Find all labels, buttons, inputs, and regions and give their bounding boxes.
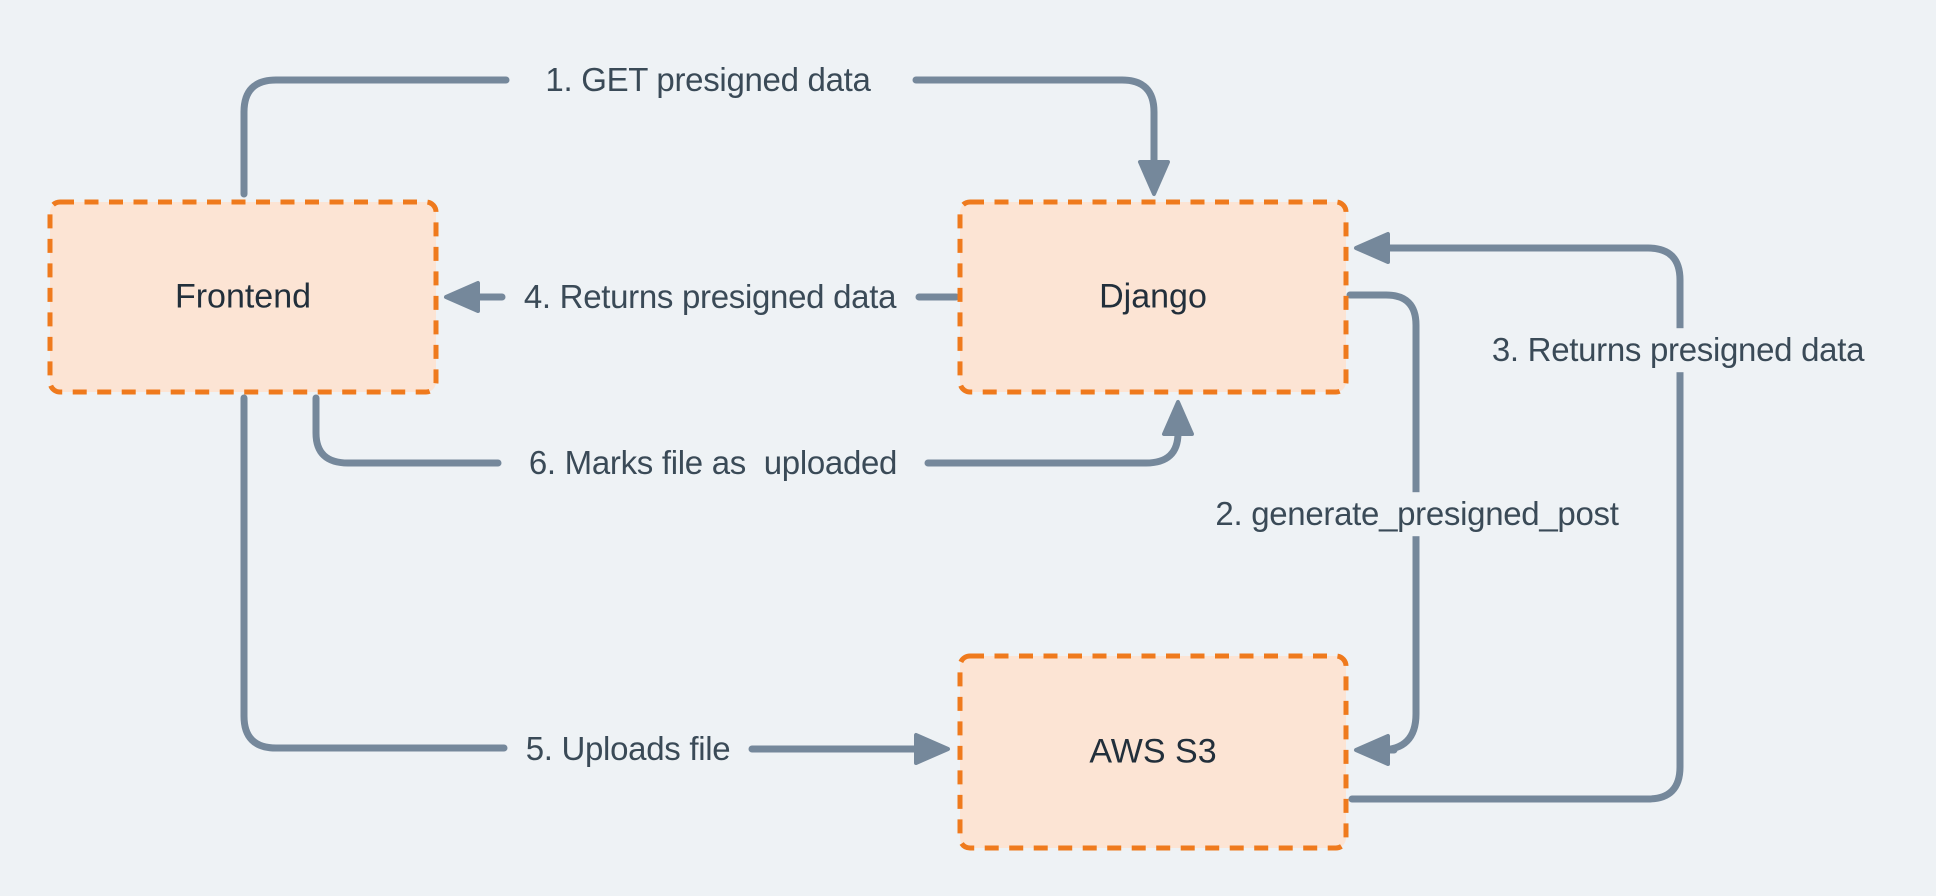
edge-6-marks-file-uploaded-path [312,394,502,467]
edge-5-label: 5. Uploads file [515,727,741,771]
node-frontend-label: Frontend [174,277,312,316]
edge-1-get-presigned-data-path-2 [912,76,1158,166]
edge-1-get-presigned-data-path [240,76,510,198]
edge-5-uploads-file-path [240,394,508,752]
edge-3-arrowhead-left-icon [1354,232,1390,264]
edge-1-label: 1. GET presigned data [535,58,881,102]
edge-2-label: 2. generate_presigned_post [1205,492,1629,536]
edge-2-generate-presigned-post-path [1346,291,1420,754]
node-aws-s3-box [957,653,1349,851]
edge-2-arrowhead-left-icon [1354,734,1390,766]
edge-1-arrowhead-down-icon [1138,160,1170,196]
node-aws-s3-label: AWS S3 [1089,732,1217,771]
edge-5-arrowhead-right-icon [914,733,950,765]
edge-4-label: 4. Returns presigned data [513,275,907,319]
edge-6-arrowhead-up-icon [1162,400,1194,436]
edge-4-arrowhead-left-icon [444,281,480,313]
node-frontend-box [47,199,439,395]
edge-6-marks-file-uploaded-path-2 [924,429,1182,467]
node-django-box [957,199,1349,395]
node-django-label: Django [1099,277,1207,316]
edge-3-label: 3. Returns presigned data [1481,328,1875,372]
edge-6-label: 6. Marks file as uploaded [518,441,908,485]
edge-3-returns-presigned-data-path [1348,244,1684,803]
